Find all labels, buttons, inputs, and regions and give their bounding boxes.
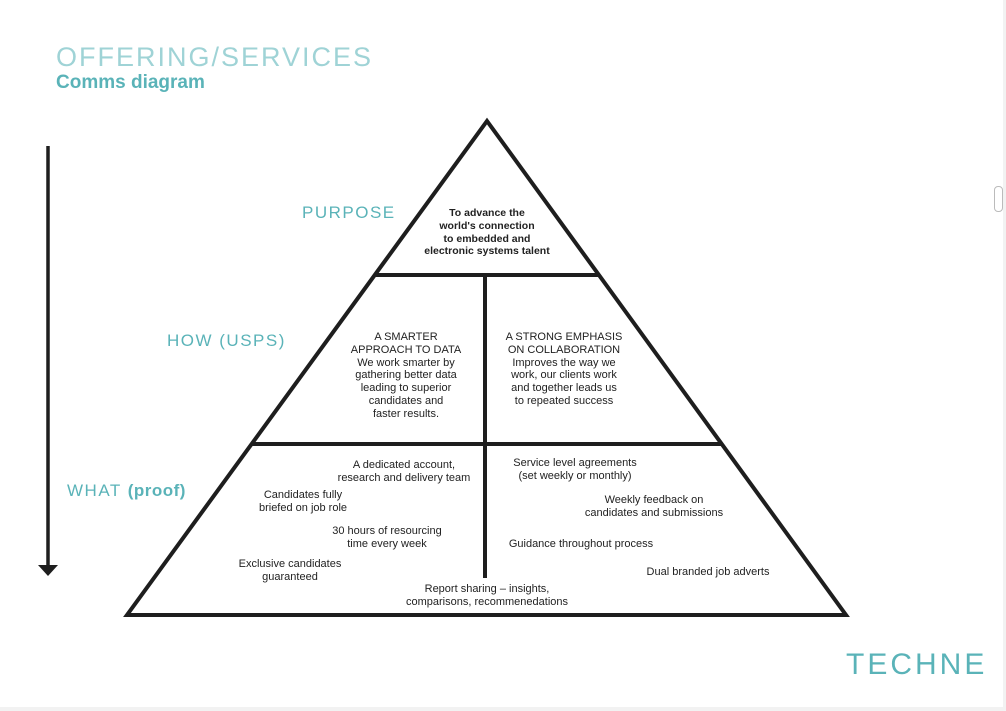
- down-arrow-icon: [38, 146, 58, 576]
- level-label-what-prefix: WHAT: [67, 481, 122, 500]
- techne-logo: TECHNE: [846, 648, 988, 681]
- scrollbar-track[interactable]: [1003, 0, 1006, 711]
- scrollbar-thumb[interactable]: [994, 186, 1003, 212]
- bottom-edge: [0, 707, 1006, 711]
- proof-dedicated-team: A dedicated account,research and deliver…: [337, 459, 471, 484]
- pyramid-outline: [123, 117, 850, 617]
- page-title: OFFERING/SERVICES: [56, 42, 374, 72]
- proof-job-adverts: Dual branded job adverts: [646, 566, 770, 578]
- proof-report-sharing: Report sharing – insights,comparisons, r…: [405, 583, 569, 608]
- level-label-what: WHAT (proof): [67, 481, 186, 501]
- level-label-purpose: PURPOSE: [302, 203, 396, 222]
- proof-guidance: Guidance throughout process: [508, 538, 654, 550]
- page-subtitle: Comms diagram: [56, 72, 205, 93]
- level-label-what-suffix: (proof): [127, 481, 186, 500]
- level-label-how: HOW (USPS): [167, 331, 286, 350]
- proof-service-level: Service level agreements(set weekly or m…: [513, 457, 637, 482]
